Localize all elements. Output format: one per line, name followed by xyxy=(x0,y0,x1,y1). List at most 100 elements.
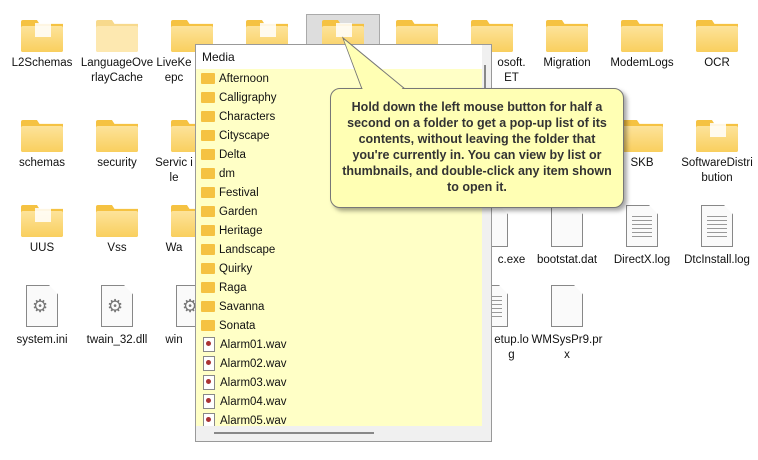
popup-list-item[interactable]: Garden xyxy=(196,202,482,221)
desktop-item[interactable]: DtcInstall.log xyxy=(680,205,754,268)
folder-icon xyxy=(546,20,588,52)
folder-icon xyxy=(201,73,215,84)
popup-list-item[interactable]: dm xyxy=(196,164,482,183)
popup-list-item[interactable]: Delta xyxy=(196,145,482,164)
callout-text: Hold down the left mouse button for half… xyxy=(342,100,612,194)
folder-icon xyxy=(201,111,215,122)
popup-list-item[interactable]: Alarm04.wav xyxy=(196,392,482,411)
desktop-item[interactable]: security xyxy=(80,120,154,171)
popup-list-item[interactable]: Festival xyxy=(196,183,482,202)
popup-list-item[interactable]: Calligraphy xyxy=(196,88,482,107)
popup-item-label: Alarm01.wav xyxy=(220,338,287,351)
desktop-item-label: WMSysPr9.prx xyxy=(531,334,603,361)
popup-list-item[interactable]: Raga xyxy=(196,278,482,297)
desktop-item-label: twain_32.dll xyxy=(86,334,148,346)
folder-icon xyxy=(21,120,63,152)
folder-icon xyxy=(201,168,215,179)
popup-item-label: Garden xyxy=(219,205,258,218)
file-icon xyxy=(551,285,583,327)
desktop-item-label: DirectX.log xyxy=(613,254,671,266)
popup-list-item[interactable]: Characters xyxy=(196,107,482,126)
desktop-item-label: Migration xyxy=(543,57,591,69)
desktop-item[interactable]: bootstat.dat xyxy=(530,205,604,268)
settings-file-icon: ⚙ xyxy=(26,285,58,327)
folder-icon xyxy=(201,187,215,198)
popup-item-label: Raga xyxy=(219,281,247,294)
popup-item-label: Afternoon xyxy=(219,72,269,85)
desktop-item[interactable]: SKB xyxy=(605,120,679,171)
desktop-item-label: etup.log xyxy=(494,334,529,361)
desktop-item[interactable]: SoftwareDistribution xyxy=(680,120,754,186)
file-icon xyxy=(551,205,583,247)
desktop-item[interactable]: WMSysPr9.prx xyxy=(530,285,604,363)
desktop-item-label: Wa xyxy=(165,242,183,254)
popup-list-item[interactable]: Alarm01.wav xyxy=(196,335,482,354)
desktop-item-label: OCR xyxy=(704,57,730,69)
folder-icon xyxy=(21,205,63,237)
folder-icon xyxy=(96,205,138,237)
folder-icon xyxy=(21,20,63,52)
desktop-item[interactable]: osoft. ET xyxy=(455,20,529,86)
desktop-item-label: UUS xyxy=(29,242,55,254)
desktop-item[interactable]: Migration xyxy=(530,20,604,71)
desktop-item[interactable]: ⚙ twain_32.dll xyxy=(80,285,154,348)
desktop-item[interactable]: Vss xyxy=(80,205,154,256)
popup-list-item[interactable]: Landscape xyxy=(196,240,482,259)
desktop-item[interactable]: ModemLogs xyxy=(605,20,679,71)
popup-list-item[interactable]: Sonata xyxy=(196,316,482,335)
file-icon xyxy=(626,205,658,247)
folder-icon xyxy=(201,92,215,103)
settings-file-icon: ⚙ xyxy=(101,285,133,327)
popup-list-item[interactable]: Alarm02.wav xyxy=(196,354,482,373)
folder-icon xyxy=(201,206,215,217)
popup-item-label: Alarm02.wav xyxy=(220,357,287,370)
popup-item-label: Sonata xyxy=(219,319,256,332)
popup-list-item[interactable]: Savanna xyxy=(196,297,482,316)
desktop-item-label: c.exe xyxy=(497,254,526,266)
folder-icon xyxy=(471,20,513,52)
folder-icon xyxy=(696,20,738,52)
popup-item-label: Festival xyxy=(219,186,259,199)
desktop-item-label: Vss xyxy=(107,242,127,254)
audio-file-icon xyxy=(203,356,215,371)
desktop-item-label: win xyxy=(165,334,183,346)
desktop-item-label: schemas xyxy=(18,157,66,169)
desktop-item-label: Servic ile xyxy=(155,157,193,184)
popup-item-label: Delta xyxy=(219,148,246,161)
desktop-item-label: DtcInstall.log xyxy=(684,254,750,266)
audio-file-icon xyxy=(203,337,215,352)
desktop-item[interactable]: UUS xyxy=(5,205,79,256)
desktop-item-label: L2Schemas xyxy=(11,57,73,69)
desktop-item-label: ModemLogs xyxy=(610,57,674,69)
folder-icon xyxy=(96,20,138,52)
desktop-item-label: osoft. ET xyxy=(497,57,526,84)
folder-icon xyxy=(696,120,738,152)
popup-item-label: dm xyxy=(219,167,235,180)
horizontal-scrollbar[interactable] xyxy=(196,425,491,441)
popup-item-label: Savanna xyxy=(219,300,265,313)
popup-item-label: Quirky xyxy=(219,262,253,275)
popup-list-item[interactable]: Cityscape xyxy=(196,126,482,145)
popup-item-label: Alarm04.wav xyxy=(220,395,287,408)
folder-icon xyxy=(96,120,138,152)
desktop-item-label: bootstat.dat xyxy=(536,254,598,266)
popup-item-label: Characters xyxy=(219,110,276,123)
desktop-item[interactable]: OCR xyxy=(680,20,754,71)
popup-list-item[interactable]: Afternoon xyxy=(196,69,482,88)
popup-list-item[interactable]: Alarm03.wav xyxy=(196,373,482,392)
desktop-item[interactable]: LanguageOverlayCache xyxy=(80,20,154,86)
desktop-item[interactable]: schemas xyxy=(5,120,79,171)
desktop-item[interactable]: DirectX.log xyxy=(605,205,679,268)
folder-icon xyxy=(201,320,215,331)
folder-icon xyxy=(201,149,215,160)
desktop-item-label: LiveKe epc xyxy=(156,57,192,84)
popup-item-label: Alarm03.wav xyxy=(220,376,287,389)
popup-list-item[interactable]: Alarm05.wav xyxy=(196,411,482,426)
desktop-item-label: LanguageOverlayCache xyxy=(80,57,154,84)
audio-file-icon xyxy=(203,413,215,426)
desktop-item[interactable]: L2Schemas xyxy=(5,20,79,71)
popup-list-item[interactable]: Quirky xyxy=(196,259,482,278)
popup-list-item[interactable]: Heritage xyxy=(196,221,482,240)
desktop-item[interactable]: ⚙system.ini xyxy=(5,285,79,348)
desktop-item-label: SoftwareDistribution xyxy=(681,157,753,184)
